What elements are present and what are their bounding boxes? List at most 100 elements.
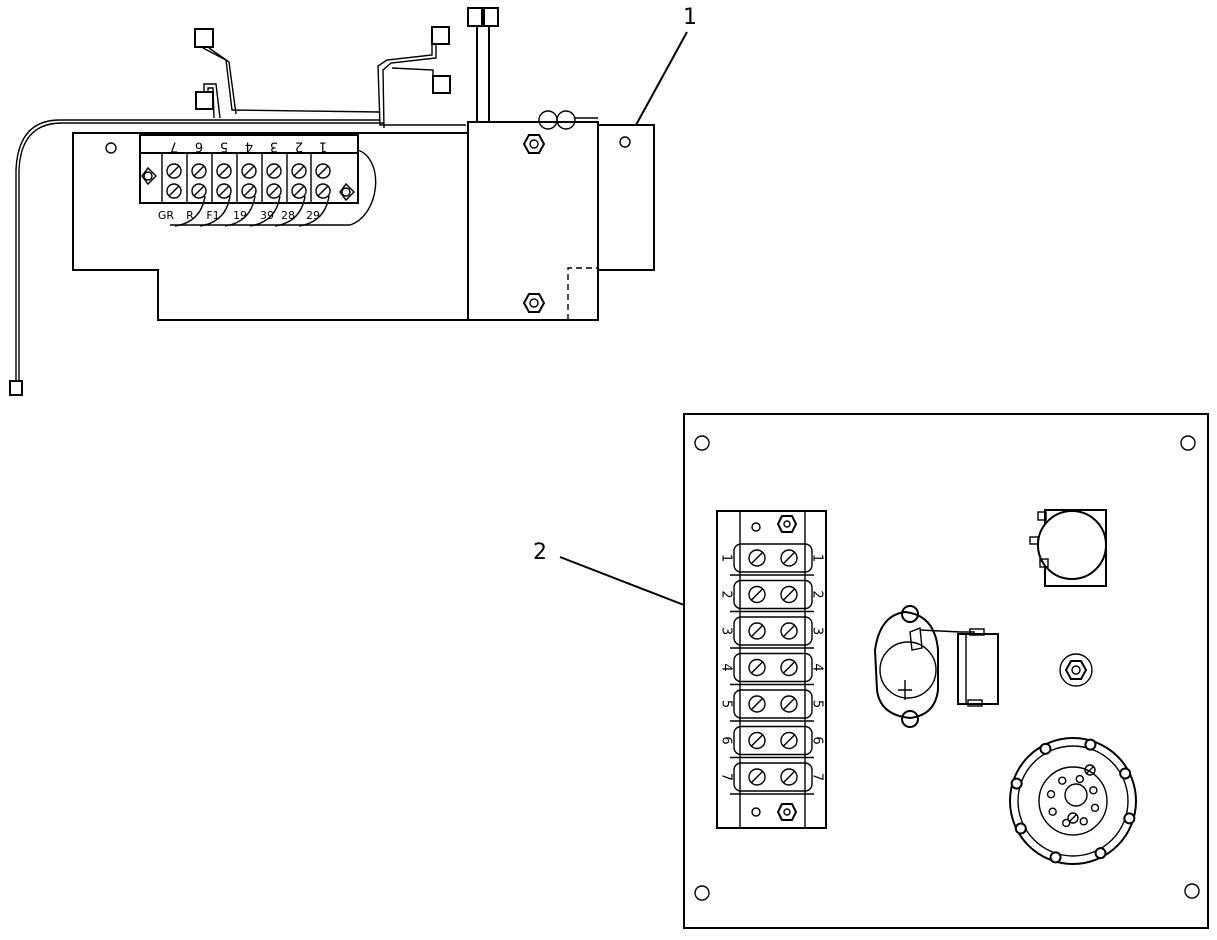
callout-2: 2	[533, 540, 685, 606]
socket-pin	[1075, 774, 1084, 784]
assembly-1-housing	[467, 121, 599, 321]
terminal-screw	[241, 183, 257, 199]
terminal-number: 4	[245, 139, 253, 154]
terminal-number-left: 7	[719, 773, 734, 781]
assembly-1-side-flange	[598, 124, 655, 271]
terminal-number-left: 2	[719, 590, 734, 598]
wire-label: 28	[281, 209, 295, 222]
terminal-screw	[780, 549, 798, 567]
terminal-number: 1	[319, 139, 327, 154]
wire-label: 39	[260, 209, 274, 222]
terminal-screw	[166, 163, 182, 179]
wire-label: GR	[158, 209, 175, 222]
callout-2-label: 2	[533, 540, 547, 565]
wire-label: R	[186, 209, 194, 222]
assembly-2-panel	[683, 413, 1209, 929]
wire-label: F1	[206, 209, 219, 222]
terminal-screw	[291, 163, 307, 179]
socket-lug	[1010, 777, 1023, 790]
terminal-screw	[748, 622, 766, 640]
terminal-screw	[780, 768, 798, 786]
terminal-screw	[266, 163, 282, 179]
socket-lug	[1094, 847, 1107, 860]
wire-leads	[9, 26, 466, 396]
terminal-number-right: 1	[810, 554, 825, 562]
socket-pin	[1089, 786, 1098, 795]
relay-assembly	[873, 605, 999, 728]
terminal-screw	[216, 183, 232, 199]
terminal-screw	[166, 183, 182, 199]
wire-terminal	[431, 26, 450, 45]
terminal-screw	[748, 658, 766, 677]
terminal-number: 2	[295, 139, 303, 154]
terminal-screw	[780, 585, 798, 604]
terminal-screw	[266, 183, 282, 199]
terminal-number-left: 6	[719, 736, 734, 744]
terminal-screw	[315, 183, 331, 199]
hex-nut	[1059, 653, 1093, 687]
terminal-screw	[748, 768, 766, 786]
terminal-number-right: 4	[810, 663, 825, 671]
socket-pin	[1090, 803, 1100, 812]
terminal-screw	[748, 695, 766, 713]
mounting-hole	[1180, 435, 1196, 451]
assembly-1-base-plate	[72, 132, 469, 321]
terminal-screw	[191, 183, 207, 199]
hex-nut	[776, 803, 798, 821]
terminal-screw	[191, 163, 207, 179]
wire-terminal	[432, 75, 451, 94]
terminal-screw	[748, 731, 766, 750]
terminal-number: 7	[170, 139, 178, 154]
socket-pin	[1048, 807, 1057, 816]
terminal-screw	[1084, 764, 1096, 776]
wire-label: 29	[306, 209, 320, 222]
potentiometer	[1029, 509, 1107, 587]
terminal-screw	[780, 695, 798, 713]
mounting-hole	[1184, 883, 1200, 899]
callout-1-label: 1	[683, 5, 697, 30]
socket-pin	[1046, 790, 1056, 799]
terminal-number-right: 6	[810, 736, 825, 744]
terminal-number-right: 5	[810, 700, 825, 708]
terminal-screw	[216, 163, 232, 179]
hidden-edge	[567, 267, 598, 320]
octal-socket	[1009, 737, 1137, 865]
terminal-number-right: 2	[810, 590, 825, 598]
terminal-screw	[748, 549, 766, 567]
terminal-screw	[1067, 812, 1079, 824]
hex-nut	[522, 134, 546, 154]
socket-lug	[1014, 822, 1027, 835]
conduit-fitting	[467, 7, 499, 122]
terminal-number: 6	[195, 139, 203, 154]
socket-lug	[1119, 767, 1132, 780]
terminal-number: 3	[270, 139, 278, 154]
terminal-screw	[780, 622, 798, 640]
wire-coil	[490, 110, 598, 130]
socket-lug	[1049, 851, 1062, 864]
terminal-screw	[241, 163, 257, 179]
socket-lug	[1123, 812, 1136, 825]
wire-terminal	[9, 380, 23, 396]
terminal-screw	[780, 731, 798, 750]
socket-lug	[1039, 742, 1052, 755]
terminal-screw	[315, 163, 331, 179]
socket-pin	[1062, 818, 1071, 828]
wire-terminal	[195, 91, 214, 110]
wire-label: 19	[233, 209, 247, 222]
terminal-number-right: 7	[810, 773, 825, 781]
socket-pin	[1079, 817, 1088, 826]
socket-lug	[1084, 738, 1097, 751]
terminal-number-right: 3	[810, 627, 825, 635]
terminal-screw	[780, 658, 798, 677]
mounting-hole	[694, 435, 710, 451]
